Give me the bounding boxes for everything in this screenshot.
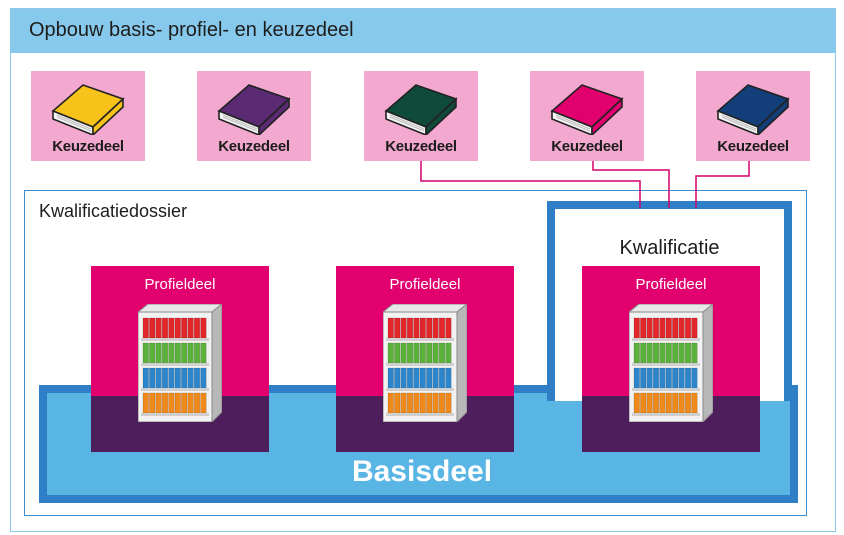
book-icon (716, 84, 790, 135)
keuzedeel-label: Keuzedeel (385, 138, 457, 155)
keuzedeel-tile-5: Keuzedeel (696, 71, 810, 161)
book-icon (384, 84, 458, 135)
bookshelf-icon (138, 304, 222, 422)
basisdeel-label: Basisdeel (351, 455, 493, 488)
keuzedeel-label: Keuzedeel (551, 138, 623, 155)
diagram-title: Opbouw basis- profiel- en keuzedeel (29, 19, 354, 41)
kwalificatiedossier-box: Kwalificatiedossier (24, 190, 807, 516)
connector-line-3 (420, 161, 641, 208)
profieldeel-block-2: Profieldeel (336, 266, 514, 452)
header-bar: Opbouw basis- profiel- en keuzedeel (11, 9, 835, 53)
keuzedeel-tile-1: Keuzedeel (31, 71, 145, 161)
connector-line-5 (695, 161, 750, 208)
keuzedeel-tile-2: Keuzedeel (197, 71, 311, 161)
profieldeel-label: Profieldeel (635, 276, 707, 293)
book-icon (217, 84, 291, 135)
keuzedeel-label: Keuzedeel (717, 138, 789, 155)
profieldeel-block-1: Profieldeel (91, 266, 269, 452)
connector-line-4 (592, 161, 670, 208)
profieldeel-label: Profieldeel (144, 276, 216, 293)
keuzedeel-tile-4: Keuzedeel (530, 71, 644, 161)
bookshelf-icon (629, 304, 713, 422)
keuzedeel-tile-3: Keuzedeel (364, 71, 478, 161)
keuzedeel-label: Keuzedeel (218, 138, 290, 155)
book-icon (550, 84, 624, 135)
profieldeel-label: Profieldeel (389, 276, 461, 293)
kwalificatiedossier-title: Kwalificatiedossier (39, 201, 188, 221)
book-icon (51, 84, 125, 135)
keuzedeel-label: Keuzedeel (52, 138, 124, 155)
profieldeel-block-3: Profieldeel (582, 266, 760, 452)
kwalificatie-title: Kwalificatie (619, 237, 720, 259)
bookshelf-icon (383, 304, 467, 422)
